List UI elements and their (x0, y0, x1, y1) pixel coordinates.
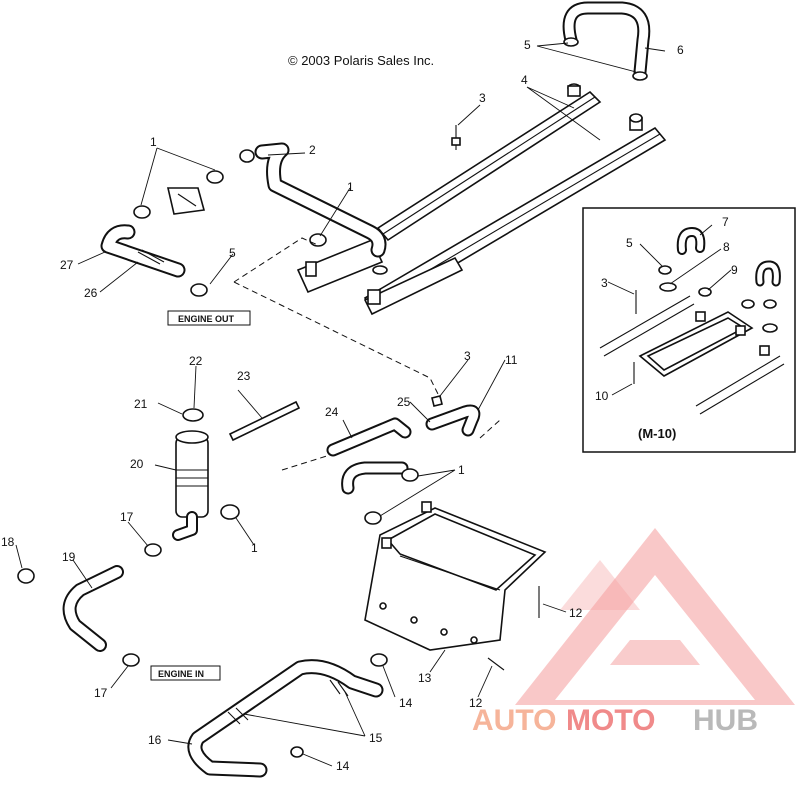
hose-19 (62, 565, 124, 652)
dashed-line-a (233, 237, 321, 283)
callout-7: 7 (722, 215, 729, 229)
callout-14a: 14 (399, 696, 413, 710)
copyright-text: © 2003 Polaris Sales Inc. (288, 53, 434, 68)
clamp-1d (220, 504, 240, 520)
rod-23 (228, 400, 301, 442)
clamp-14a (370, 653, 388, 667)
callout-21: 21 (134, 397, 148, 411)
clamp-1e (401, 468, 419, 482)
bolt-12b (487, 657, 505, 671)
engine-out-label: ENGINE OUT (178, 314, 235, 324)
hose-27 (100, 224, 186, 278)
callout-27: 27 (60, 258, 74, 272)
watermark-text-auto: AUTO (472, 704, 556, 737)
leader-lines (15, 42, 732, 767)
clamp-1a (206, 170, 224, 184)
clamp-18 (17, 568, 35, 584)
bolt-3a (451, 125, 461, 150)
callout-16: 16 (148, 733, 162, 747)
watermark-logo (515, 528, 795, 705)
inset-m10: (M-10) (582, 207, 796, 453)
clamp-1f (364, 511, 382, 525)
clamp-1c (309, 233, 327, 247)
callout-1a: 1 (150, 135, 157, 149)
clamp-14b (290, 746, 304, 758)
engine-in-label: ENGINE IN (158, 669, 204, 679)
callout-23: 23 (237, 369, 251, 383)
callout-12a: 12 (569, 606, 583, 620)
callout-17b: 17 (94, 686, 108, 700)
callout-2: 2 (309, 143, 316, 157)
dashed-line-b (233, 281, 441, 399)
callout-8: 8 (723, 240, 730, 254)
callout-6: 6 (677, 43, 684, 57)
hose-6 (562, 1, 651, 81)
callout-26: 26 (84, 286, 98, 300)
callout-11: 11 (505, 353, 518, 367)
watermark-text-hub: HUB (693, 704, 758, 737)
callout-12b: 12 (469, 696, 483, 710)
callout-1c: 1 (458, 463, 465, 477)
clamp-17b (122, 653, 140, 667)
callout-3a: 3 (479, 91, 486, 105)
callout-5c: 5 (626, 236, 633, 250)
callout-20: 20 (130, 457, 144, 471)
heat-exchanger-end-left (296, 238, 464, 316)
callout-10: 10 (595, 389, 609, 403)
clamp-1b (133, 205, 151, 219)
clamp-5a (190, 283, 208, 297)
callout-24: 24 (325, 405, 339, 419)
callout-9: 9 (731, 263, 738, 277)
clamp-17a (144, 543, 162, 557)
tag-engine-out: ENGINE OUT (167, 310, 251, 326)
callout-1b: 1 (347, 180, 354, 194)
watermark-text-moto: MOTO (566, 704, 655, 737)
callout-19: 19 (62, 550, 76, 564)
hose-24 (326, 417, 412, 495)
reservoir-20 (172, 408, 209, 541)
hose-11 (425, 404, 481, 437)
cooler-13 (364, 501, 547, 651)
tag-engine-in: ENGINE IN (150, 665, 221, 681)
fitting-block (166, 187, 206, 215)
callout-3b: 3 (464, 349, 471, 363)
callout-5a: 5 (524, 38, 531, 52)
callout-labels: 1 2 3 4 5 6 1 5 27 26 7 5 8 9 3 10 3 11 … (1, 38, 738, 773)
callout-17a: 17 (120, 510, 134, 524)
callout-18: 18 (1, 535, 15, 549)
hose-2 (239, 142, 387, 258)
callout-5b: 5 (229, 246, 236, 260)
callout-4: 4 (521, 73, 528, 87)
callout-22: 22 (189, 354, 203, 368)
dashed-line-d (479, 419, 501, 439)
heat-exchanger-rail-upper (376, 83, 602, 242)
inset-title: (M-10) (638, 426, 676, 441)
callout-15: 15 (369, 731, 383, 745)
bolt-3b (431, 395, 443, 407)
dashed-line-c (281, 454, 331, 471)
callout-3c: 3 (601, 276, 608, 290)
callout-1d: 1 (251, 541, 258, 555)
callout-13: 13 (418, 671, 432, 685)
hose-16 (187, 659, 384, 778)
callout-14b: 14 (336, 759, 350, 773)
callout-25: 25 (397, 395, 411, 409)
